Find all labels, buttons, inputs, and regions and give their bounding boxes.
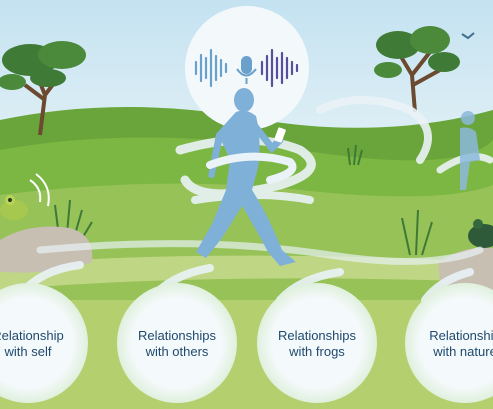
tree-left [0, 41, 86, 136]
circle-self [0, 283, 88, 403]
frog-left [0, 195, 28, 220]
label-others-line2: with others [145, 344, 209, 359]
call-waves [29, 173, 50, 207]
label-others: Relationships with others [117, 328, 237, 360]
label-self: Relationship with self [0, 328, 88, 360]
circle-others [117, 283, 237, 403]
soundwave-icon [194, 48, 299, 88]
label-frogs-line2: with frogs [289, 344, 345, 359]
tree-right [374, 26, 460, 113]
walking-figure-small [460, 111, 480, 190]
phone-icon [274, 127, 286, 143]
label-nature: Relationship with nature [405, 328, 493, 360]
label-self-line2: with self [4, 344, 52, 359]
label-nature-line2: with nature [433, 344, 493, 359]
label-self-line1: Relationship [0, 328, 64, 343]
swirl-front [206, 152, 297, 184]
microphone-icon [236, 56, 257, 84]
grass-tufts [54, 144, 433, 256]
bird-icon [461, 32, 475, 40]
frog-right [468, 219, 493, 248]
circle-frogs [257, 283, 377, 403]
label-nature-line1: Relationship [429, 328, 493, 343]
path-strip [0, 255, 493, 290]
circle-nature [405, 283, 493, 403]
walking-figure [196, 88, 296, 267]
label-others-line1: Relationships [137, 328, 217, 343]
label-frogs: Relationships with frogs [257, 328, 377, 360]
label-frogs-line1: Relationships [277, 328, 357, 343]
